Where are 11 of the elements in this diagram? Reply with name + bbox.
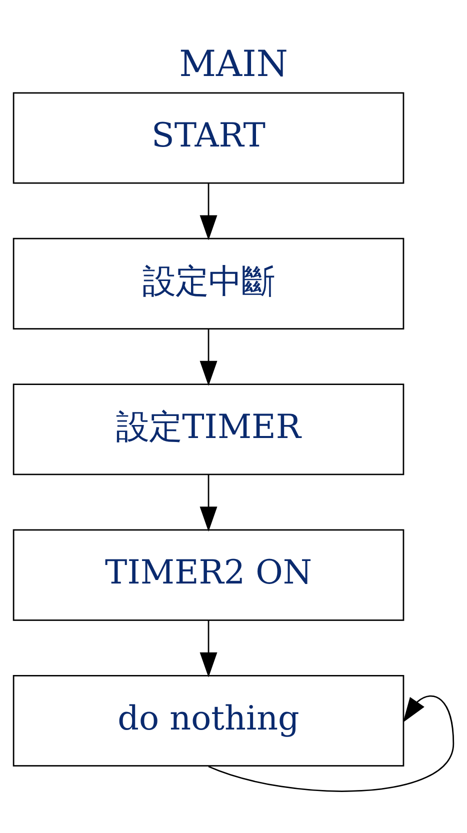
arrow — [200, 183, 218, 240]
arrow — [200, 474, 218, 532]
arrow — [200, 620, 218, 678]
node-box: START — [12, 92, 404, 184]
arrow — [200, 329, 218, 386]
node-box: 設定中斷 — [12, 238, 404, 330]
arrow — [208, 695, 454, 792]
diagram-title: MAIN — [179, 42, 288, 85]
node-box: do nothing — [12, 674, 404, 767]
node-box: 設定TIMER — [12, 384, 404, 476]
node-box: TIMER2 ON — [12, 529, 404, 621]
